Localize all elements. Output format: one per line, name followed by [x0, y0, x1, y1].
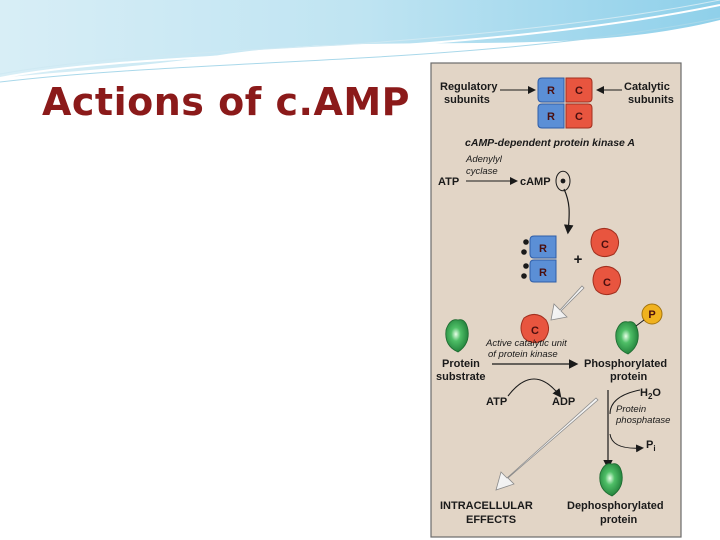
phosphate-bond [635, 319, 645, 327]
plus-sign: + [574, 251, 583, 268]
protein-phosphatase-label-2: phosphatase [615, 415, 670, 426]
slide-title: Actions of c.AMP [42, 80, 411, 124]
c-letter: C [575, 111, 583, 123]
camp-dot-icon [521, 249, 527, 255]
pi-release-curve [609, 433, 644, 453]
c-letter: C [575, 85, 583, 97]
regulatory-subunits-label-2: subunits [444, 94, 490, 106]
r-letter: R [547, 111, 555, 123]
atp-label: ATP [438, 176, 459, 188]
kinase-title: cAMP-dependent protein kinase A [465, 137, 635, 149]
intracellular-effects-label-2: EFFECTS [466, 514, 516, 526]
catalytic-subunit-shape [565, 103, 593, 129]
c-letter: C [601, 239, 609, 251]
protein-substrate-label-2: substrate [436, 371, 486, 383]
c-letter: C [603, 277, 611, 289]
free-catalytic-subunit: C [590, 228, 620, 258]
inorganic-phosphate-label: Pi [646, 439, 656, 453]
phosphorylated-protein-label-2: protein [610, 371, 648, 383]
figure-panel [430, 62, 682, 538]
catalytic-subunits-label-1: Catalytic [624, 81, 670, 93]
camp-label: cAMP [520, 176, 551, 188]
catalytic-subunits-label-2: subunits [628, 94, 674, 106]
protein-substrate-shape [445, 319, 469, 353]
camp-dot-icon [560, 178, 566, 184]
camp-dot-icon [523, 263, 529, 269]
adenylyl-cyclase-label-1: Adenylyl [465, 154, 503, 165]
dephosphorylated-protein-shape [599, 463, 623, 497]
r-letter: R [539, 243, 547, 255]
camp-dot-icon [523, 239, 529, 245]
activation-block-arrow [550, 285, 585, 321]
phosphorylated-protein-label-1: Phosphorylated [584, 358, 667, 370]
water-entry-curve [609, 389, 641, 415]
regulatory-subunit-shape [537, 103, 565, 129]
atp-adp-curve [507, 378, 562, 398]
dephosphorylated-protein-label-2: protein [600, 514, 638, 526]
catalytic-subunit-shape [565, 77, 593, 103]
phosphate-icon [641, 303, 663, 325]
protein-substrate-label-1: Protein [442, 358, 480, 370]
protein-phosphatase-label-1: Protein [616, 404, 646, 415]
effects-block-arrow [495, 397, 599, 491]
regulatory-subunit-shape [537, 77, 565, 103]
intracellular-effects-label-1: INTRACELLULAR [440, 500, 533, 512]
camp-pathway-figure: Regulatory subunits Catalytic subunits R… [430, 62, 682, 538]
adenylyl-cyclase-label-2: cyclase [466, 166, 498, 177]
pka-holoenzyme: R R C C [537, 77, 593, 129]
p-letter: P [648, 309, 655, 321]
header-swoosh [0, 0, 720, 83]
c-letter: C [531, 325, 539, 337]
r-letter: R [547, 85, 555, 97]
phosphorylated-protein-shape [615, 321, 639, 355]
water-label: H2O [640, 387, 661, 401]
regulatory-dimer-with-camp: R R [521, 235, 557, 283]
free-catalytic-subunit: C [592, 266, 622, 296]
active-unit-label-2: of protein kinase [488, 349, 558, 360]
active-unit-label-1: Active catalytic unit [485, 338, 567, 349]
camp-dot-icon [521, 273, 527, 279]
regulatory-subunits-label-1: Regulatory [440, 81, 498, 93]
active-catalytic-unit: C [520, 314, 550, 344]
camp-parenthesis [555, 170, 571, 192]
r-letter: R [539, 267, 547, 279]
camp-binding-arrow [563, 188, 574, 235]
atp-label: ATP [486, 396, 507, 408]
adp-label: ADP [552, 396, 575, 408]
dephosphorylated-protein-label-1: Dephosphorylated [567, 500, 664, 512]
